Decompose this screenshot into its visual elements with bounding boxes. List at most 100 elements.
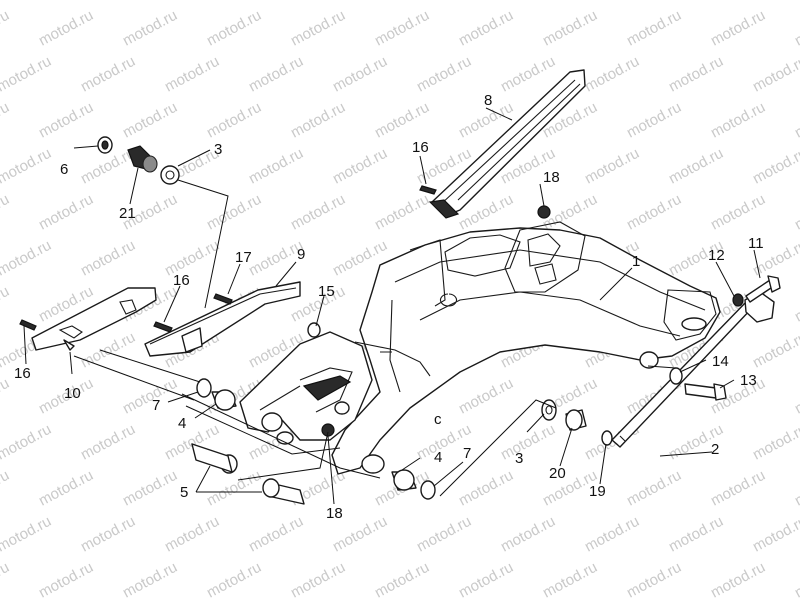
callout-4-left: 4 [178, 415, 186, 432]
callout-7-right: 7 [463, 445, 471, 462]
watermark-text: motod.ru [750, 53, 800, 96]
watermark-text: motod.ru [372, 99, 432, 142]
watermark-text: motod.ru [78, 53, 138, 96]
watermark-text: motod.ru [750, 421, 800, 464]
watermark-text: motod.ru [498, 0, 558, 4]
watermark-text: motod.ru [666, 145, 726, 188]
watermark-text: motod.ru [246, 145, 306, 188]
cover-plate [31, 287, 157, 351]
watermark-text: motod.ru [792, 559, 800, 600]
watermark-text: motod.ru [792, 7, 800, 50]
callout-10: 10 [64, 385, 81, 402]
swingarm-mark: c [434, 411, 442, 428]
callout-18-top: 18 [543, 169, 560, 186]
chain-slider [144, 281, 301, 357]
watermark-text: motod.ru [582, 145, 642, 188]
watermark-text: motod.ru [624, 559, 684, 600]
watermark-text: motod.ru [288, 7, 348, 50]
watermark-text: motod.ru [540, 559, 600, 600]
watermark-text: motod.ru [0, 559, 12, 600]
watermark-text: motod.ru [0, 375, 12, 418]
watermark-text: motod.ru [666, 0, 726, 4]
screw-17 [213, 293, 233, 305]
watermark-text: motod.ru [750, 0, 800, 4]
watermark-text: motod.ru [0, 467, 12, 510]
watermark-text: motod.ru [792, 375, 800, 418]
watermark-text: motod.ru [666, 53, 726, 96]
chain-guide [428, 69, 586, 219]
watermark-text: motod.ru [456, 375, 516, 418]
watermark-text: motod.ru [330, 53, 390, 96]
watermark-text: motod.ru [246, 53, 306, 96]
watermark-text: motod.ru [792, 467, 800, 510]
watermark-text: motod.ru [36, 99, 96, 142]
watermark-text: motod.ru [0, 513, 54, 556]
watermark-text: motod.ru [624, 467, 684, 510]
watermark-text: motod.ru [0, 237, 54, 280]
watermark-text: motod.ru [288, 191, 348, 234]
watermark-text: motod.ru [414, 513, 474, 556]
watermark-text: motod.ru [498, 513, 558, 556]
washer-14 [669, 367, 683, 385]
watermark-text: motod.ru [162, 53, 222, 96]
watermark-text: motod.ru [372, 559, 432, 600]
watermark-text: motod.ru [0, 53, 54, 96]
seal-7a [196, 378, 212, 398]
callout-21: 21 [119, 205, 136, 222]
watermark-text: motod.ru [456, 559, 516, 600]
watermark-text: motod.ru [246, 0, 306, 4]
callout-12: 12 [708, 247, 725, 264]
watermark-text: motod.ru [36, 191, 96, 234]
watermark-text: motod.ru [120, 7, 180, 50]
watermark-text: motod.ru [708, 99, 768, 142]
watermark-text: motod.ru [288, 559, 348, 600]
bolt-13 [684, 383, 727, 401]
watermark-text: motod.ru [288, 99, 348, 142]
screw-16-top [419, 185, 437, 195]
callout-2: 2 [711, 441, 719, 458]
watermark-text: motod.ru [36, 559, 96, 600]
watermark-text: motod.ru [750, 513, 800, 556]
watermark-text: motod.ru [0, 99, 12, 142]
bushing-5a [191, 443, 238, 474]
callout-labels: 1 2 3 3 4 4 5 6 7 7 8 9 10 11 12 13 14 1… [14, 92, 764, 522]
linkage-bracket [239, 331, 373, 445]
watermark-text: motod.ru [624, 191, 684, 234]
watermark-text: motod.ru [624, 99, 684, 142]
watermark-text: motod.ru [792, 191, 800, 234]
watermark-text: motod.ru [78, 237, 138, 280]
watermark-text: motod.ru [0, 191, 12, 234]
watermark-text: motod.ru [750, 329, 800, 372]
watermark-text: motod.ru [456, 467, 516, 510]
screw-16-left [19, 319, 37, 331]
watermark-text: motod.ru [36, 7, 96, 50]
watermark-text: motod.ru [582, 53, 642, 96]
watermark-text: motod.ru [708, 191, 768, 234]
bushing-5b [262, 478, 305, 505]
nut-18-top [537, 205, 551, 219]
watermark-text: motod.ru [666, 513, 726, 556]
watermark-text: motod.ru [162, 237, 222, 280]
watermark-text: motod.ru [120, 99, 180, 142]
watermark-text: motod.ru [204, 191, 264, 234]
watermark-text: motod.ru [78, 0, 138, 4]
watermark-text: motod.ru [0, 0, 54, 4]
callout-4-right: 4 [434, 449, 442, 466]
watermark-text: motod.ru [0, 283, 12, 326]
bolt-21 [127, 145, 158, 173]
watermark-text: motod.ru [540, 7, 600, 50]
callout-18-bottom: 18 [326, 505, 343, 522]
callout-20: 20 [549, 465, 566, 482]
callout-14: 14 [712, 353, 729, 370]
watermark-text: motod.ru [204, 559, 264, 600]
watermark-text: motod.ru [120, 559, 180, 600]
bearing-4b [391, 469, 417, 491]
watermark-text: motod.ru [246, 513, 306, 556]
washer-3a [160, 165, 180, 185]
watermark-text: motod.ru [456, 7, 516, 50]
watermark-text: motod.ru [78, 421, 138, 464]
watermark-text: motod.ru [36, 467, 96, 510]
callout-7-left: 7 [152, 397, 160, 414]
